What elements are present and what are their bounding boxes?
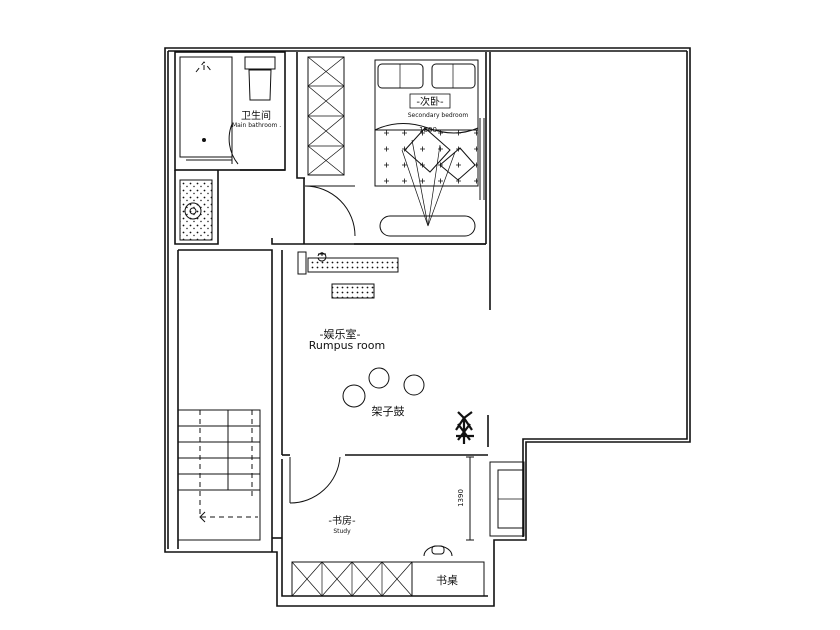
door-swings — [289, 185, 356, 504]
outer-walls — [164, 47, 691, 607]
media-console — [307, 257, 399, 273]
desk — [411, 561, 485, 597]
floor-mat — [331, 283, 375, 299]
desk-label: 书桌 — [436, 574, 458, 587]
main-bathroom-label-en: Main bathroom . — [232, 122, 281, 129]
drum-kit-icon — [342, 367, 425, 408]
secondary-bedroom-label-en: Secondary bedroom — [408, 112, 469, 119]
rumpus-room-label-cn: -娱乐室- — [320, 327, 361, 341]
wardrobe-shelves — [307, 56, 345, 176]
bathroom-fixtures — [179, 56, 276, 241]
bed-duvet — [374, 129, 479, 187]
potted-plant-icon — [455, 411, 474, 444]
interior-walls — [174, 51, 491, 597]
sofa — [489, 461, 525, 537]
bed — [374, 59, 485, 237]
toilet-tank — [244, 56, 276, 70]
main-bathroom-label-cn: 卫生间 — [241, 109, 271, 122]
desk-chair-icon — [423, 545, 453, 557]
study-label-cn: -书房- — [328, 514, 356, 527]
toilet-bowl — [248, 69, 272, 101]
shower-tray — [179, 56, 233, 158]
study-label-en: Study — [333, 528, 351, 535]
secondary-bedroom-label-cn: -次卧- — [416, 95, 444, 108]
drum-kit-label: 架子鼓 — [372, 404, 405, 418]
bedroom-dimension: 1800 — [419, 126, 437, 134]
staircase — [177, 409, 261, 541]
rumpus-room-label-en: Rumpus room — [309, 339, 385, 352]
pillow-left — [377, 63, 424, 89]
bench — [379, 215, 476, 237]
study-dimension: 1390 — [457, 489, 465, 507]
tv-cabinet — [297, 251, 399, 275]
pillow-right — [431, 63, 476, 89]
bookshelf — [291, 561, 413, 597]
dimension-line — [466, 456, 474, 541]
sink-icon — [184, 202, 202, 220]
